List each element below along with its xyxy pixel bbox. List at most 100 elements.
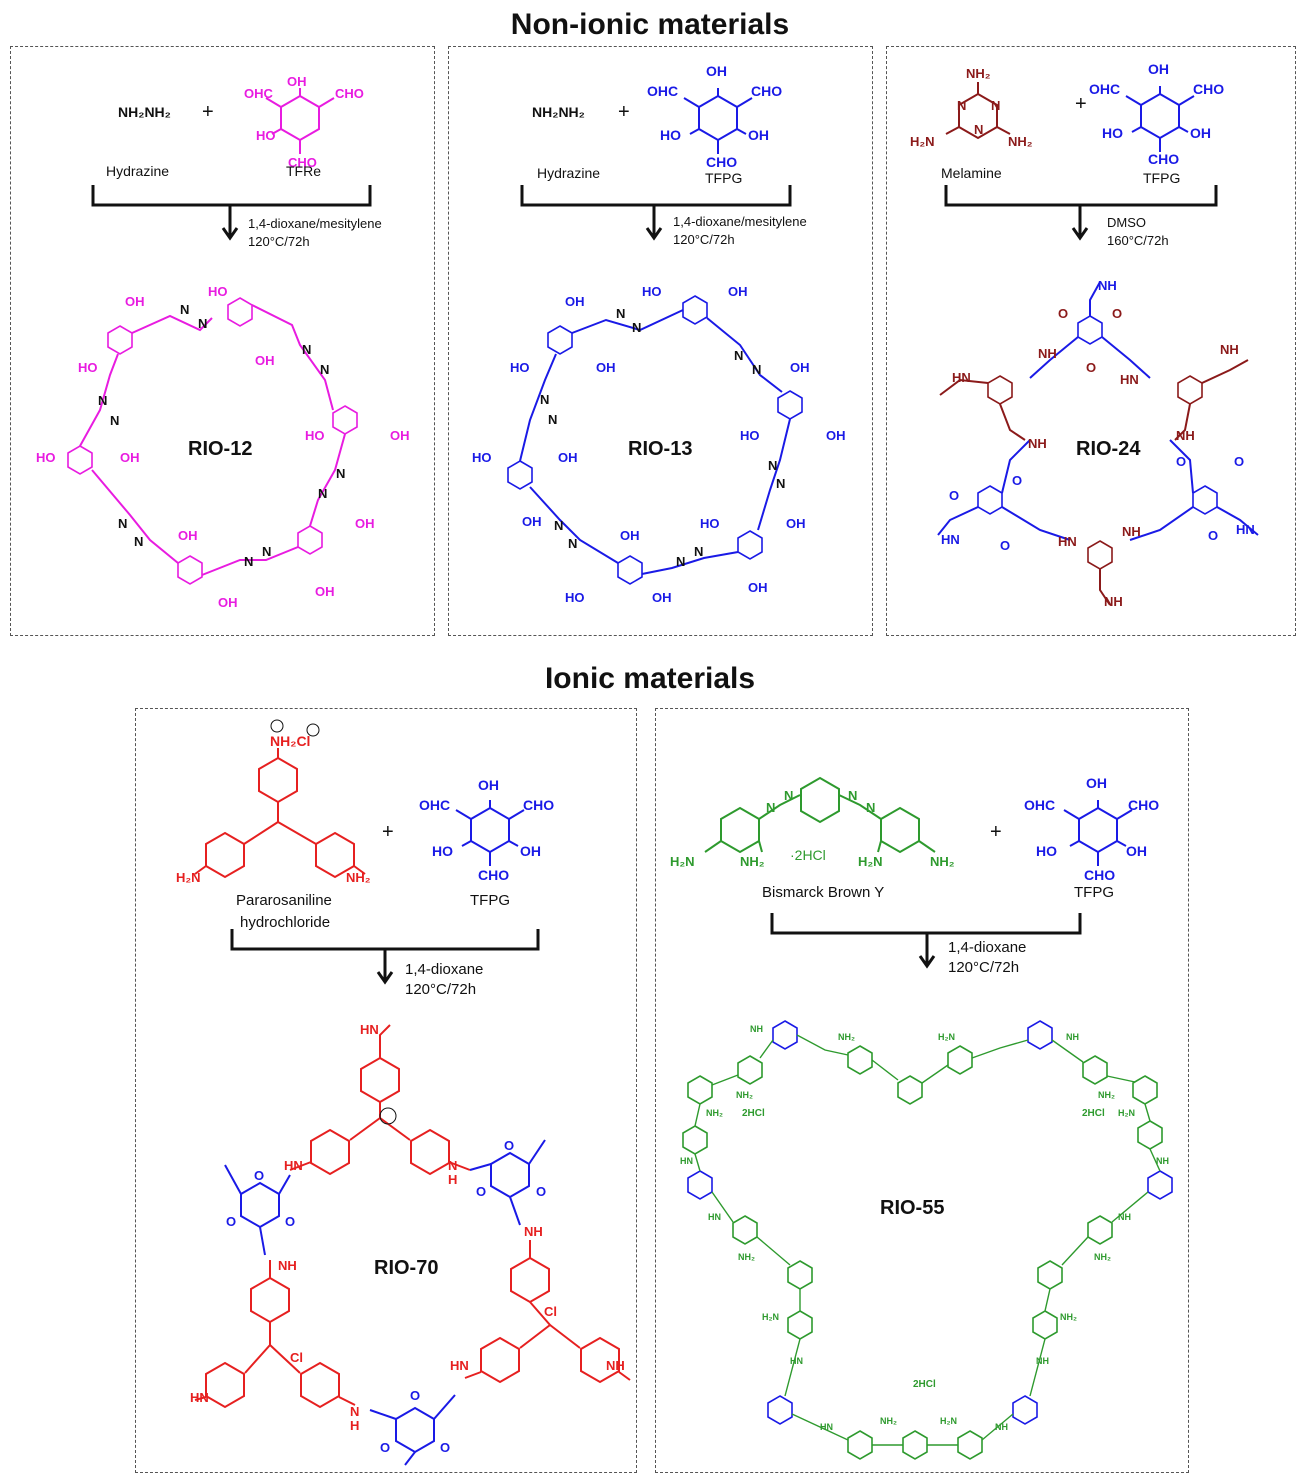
tfpg-molecule (683, 88, 753, 154)
rio-70-o: O (536, 1184, 546, 1199)
tfpg-oh-top: OH (1086, 775, 1107, 791)
rio-24-condition-solvent: DMSO (1107, 215, 1146, 230)
panel-rio-13 (448, 46, 873, 636)
rio-12-oh: OH (125, 294, 145, 309)
tfre-ohc: OHC (244, 86, 274, 101)
bismarck-azo-n: N (866, 800, 875, 815)
rio-70-hn: HN (190, 1390, 209, 1405)
rio-12-ho: HO (208, 284, 228, 299)
rio-13-oh: OH (596, 360, 616, 375)
plus-sign: + (1075, 93, 1087, 115)
plus-sign: + (618, 101, 630, 123)
tfpg-ohc: OHC (647, 83, 678, 99)
bismarck-nh2: NH₂ (930, 854, 955, 869)
tfpg-ohc: OHC (1024, 797, 1055, 813)
tfpg-cho: CHO (523, 797, 554, 813)
rio-12-oh: OH (218, 595, 238, 610)
rio-55-h2n: H₂N (938, 1032, 955, 1042)
plus-sign: + (382, 821, 394, 843)
rio-12-scheme: NH₂NH₂ + OH OHC CHO HO CHO Hydrazine TFR… (36, 74, 410, 610)
rio-13-azo-n: N (776, 476, 785, 491)
rio-12-framework (67, 297, 358, 585)
reagent-tfpg-label: TFPG (705, 170, 742, 186)
rio-55-2hcl-bottom: 2HCl (913, 1379, 936, 1390)
plus-sign: + (202, 101, 214, 123)
rio-70-o: O (504, 1138, 514, 1153)
rio-55-nh: NH (1066, 1032, 1079, 1042)
tfre-oh-top: OH (287, 74, 307, 89)
rio-70-n: N (350, 1404, 359, 1419)
section-title-ionic: Ionic materials (544, 662, 756, 695)
pararosaniline-molecule (194, 748, 366, 878)
rio-24-nh: NH (1098, 278, 1117, 293)
rio-13-oh: OH (826, 428, 846, 443)
rio-12-oh: OH (355, 516, 375, 531)
tfpg-oh: OH (1190, 125, 1211, 141)
bismarck-2hcl: ·2HCl (790, 847, 826, 863)
rio-24-nh: NH (1038, 346, 1057, 361)
rio-13-oh: OH (786, 516, 806, 531)
rio-13-azo-n: N (568, 536, 577, 551)
tfpg-cho: CHO (1128, 797, 1159, 813)
reagent-melamine-label: Melamine (941, 165, 1002, 181)
rio-12-azo-n: N (262, 544, 271, 559)
tfpg-oh-top: OH (706, 63, 727, 79)
tfpg-oh: OH (520, 843, 541, 859)
rio-55-product-label: RIO-55 (880, 1197, 944, 1219)
rio-13-ho: HO (740, 428, 760, 443)
rio-70-o: O (226, 1214, 236, 1229)
tfpg-molecule (1063, 800, 1133, 866)
reagent-tfpg-label: TFPG (1143, 170, 1180, 186)
section-title-non-ionic: Non-ionic materials (510, 8, 790, 41)
rio-13-oh: OH (652, 590, 672, 605)
tfpg-cho-bottom: CHO (1148, 151, 1179, 167)
rio-12-ho: HO (305, 428, 325, 443)
rio-70-nh: NH (524, 1224, 543, 1239)
rio-24-hn: HN (1058, 534, 1077, 549)
rio-12-azo-n: N (134, 534, 143, 549)
rio-13-product-label: RIO-13 (628, 438, 692, 460)
rio-55-h2n: H₂N (762, 1312, 779, 1322)
rio-55-hn: HN (708, 1212, 721, 1222)
rio-55-hn: HN (790, 1356, 803, 1366)
rio-70-h: H (448, 1172, 457, 1187)
rio-13-azo-n: N (616, 306, 625, 321)
bismarck-nh2: NH₂ (740, 854, 765, 869)
rio-12-azo-n: N (302, 342, 311, 357)
rio-55-nh2: NH₂ (1060, 1312, 1077, 1322)
tfpg-oh: OH (748, 127, 769, 143)
tfpg-ho: HO (1036, 843, 1057, 859)
rio-13-azo-n: N (554, 518, 563, 533)
rio-24-hn: HN (952, 370, 971, 385)
rio-24-o: O (1000, 538, 1010, 553)
rio-70-cl: Cl (544, 1304, 557, 1319)
rio-13-oh: OH (748, 580, 768, 595)
rio-13-azo-n: N (752, 362, 761, 377)
rio-70-o: O (476, 1184, 486, 1199)
rio-12-oh: OH (315, 584, 335, 599)
tfpg-ohc: OHC (419, 797, 450, 813)
rio-13-ho: HO (700, 516, 720, 531)
plus-sign: + (990, 821, 1002, 843)
rio-13-condition-solvent: 1,4-dioxane/mesitylene (673, 214, 807, 229)
reagent-bismarck-label: Bismarck Brown Y (762, 884, 884, 901)
rio-13-oh: OH (728, 284, 748, 299)
rio-70-nh: NH (606, 1358, 625, 1373)
reagent-pararosaniline-label: Pararosaniline (236, 892, 332, 909)
tfre-cho-right: CHO (335, 86, 364, 101)
rio-12-azo-n: N (98, 393, 107, 408)
rio-13-oh: OH (522, 514, 542, 529)
rio-55-nh: NH (995, 1422, 1008, 1432)
tfpg-ho: HO (432, 843, 453, 859)
rio-55-nh2: NH₂ (1094, 1252, 1111, 1262)
rio-70-product-label: RIO-70 (374, 1257, 438, 1279)
rio-13-ho: HO (472, 450, 492, 465)
tfpg-cho: CHO (751, 83, 782, 99)
tfpg-ho: HO (660, 127, 681, 143)
rio-12-oh: OH (390, 428, 410, 443)
reagent-hydrazine-label: Hydrazine (106, 163, 169, 179)
rio-12-azo-n: N (198, 316, 207, 331)
hydrazine-formula: NH₂NH₂ (118, 104, 171, 120)
rio-12-oh: OH (178, 528, 198, 543)
